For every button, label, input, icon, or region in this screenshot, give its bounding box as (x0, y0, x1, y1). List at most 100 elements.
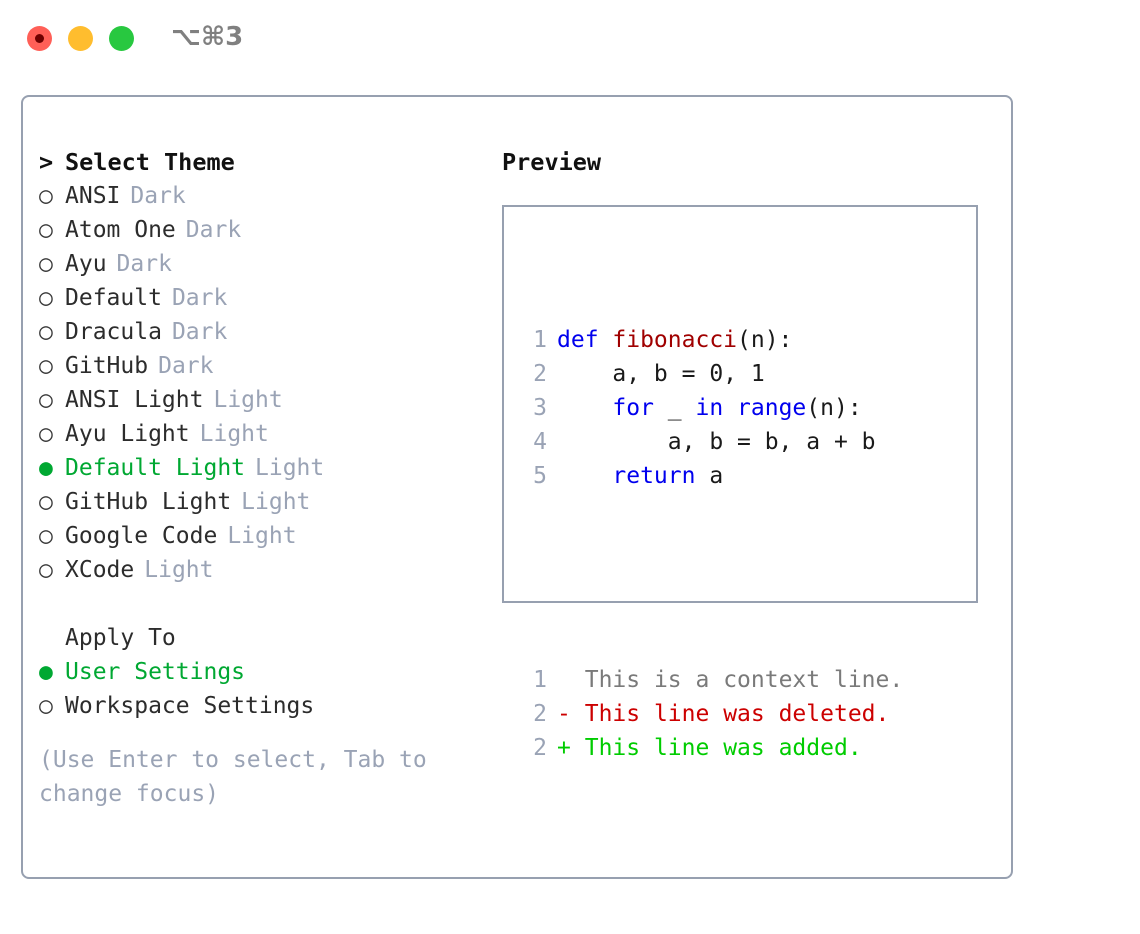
theme-option-dracula[interactable]: ○ Dracula Dark (39, 315, 499, 349)
theme-option-label: Default Light (65, 455, 246, 481)
code-token: range (737, 395, 807, 421)
theme-option-variant-tag: Dark (171, 285, 228, 311)
theme-option-label: ANSI (65, 183, 121, 209)
apply-to-heading: Apply To (39, 621, 499, 655)
radio-unselected-icon: ○ (39, 693, 53, 719)
code-line-text: a, b = 0, 1 (547, 357, 765, 391)
select-theme-heading-label: Select Theme (65, 148, 235, 176)
code-line: 2 a, b = 0, 1 (513, 357, 903, 391)
diff-marker: - (557, 701, 571, 727)
theme-option-label: ANSI Light (65, 387, 204, 413)
theme-option-label: XCode (65, 557, 135, 583)
code-line-text: return a (547, 459, 723, 493)
theme-option-label: Ayu (65, 251, 107, 277)
apply-to-option-workspace-settings[interactable]: ○ Workspace Settings (39, 689, 499, 723)
diff-line: 1 This is a context line. (513, 663, 903, 697)
code-token: a, b = 0, 1 (557, 361, 765, 387)
window-title: ⌥⌘3 (171, 22, 244, 52)
code-token: (n): (737, 327, 793, 353)
theme-option-ansi[interactable]: ○ ANSI Dark (39, 179, 499, 213)
code-token (723, 395, 737, 421)
diff-marker (557, 667, 571, 693)
diff-line-text: - This line was deleted. (547, 697, 889, 731)
apply-to-option-label: Workspace Settings (65, 693, 315, 719)
close-button[interactable] (27, 26, 52, 51)
diff-marker: + (557, 735, 571, 761)
diff-line: 2+ This line was added. (513, 731, 903, 765)
code-line-text: for _ in range(n): (547, 391, 862, 425)
theme-option-variant-tag: Dark (116, 251, 172, 277)
diff-text: This line was added. (584, 735, 862, 761)
preview-title: Preview (502, 148, 602, 176)
theme-option-variant-tag: Dark (185, 217, 242, 243)
radio-unselected-icon: ○ (39, 489, 53, 515)
theme-option-label: Dracula (65, 319, 162, 345)
code-token (557, 395, 612, 421)
theme-option-variant-tag: Light (199, 421, 269, 447)
code-line-text: def fibonacci(n): (547, 323, 792, 357)
select-theme-heading: > Select Theme (39, 145, 499, 179)
apply-to-options: ●User Settings ○ Workspace Settings (39, 655, 499, 723)
diff-text: This is a context line. (584, 667, 904, 693)
radio-unselected-icon: ○ (39, 217, 53, 243)
caret-icon: > (39, 148, 54, 176)
keyboard-hint: (Use Enter to select, Tab to change focu… (39, 747, 427, 807)
line-number: 5 (533, 463, 547, 489)
code-token: _ (653, 395, 696, 421)
code-line: 4 a, b = b, a + b (513, 425, 903, 459)
code-token: in (695, 395, 724, 421)
traffic-lights (27, 26, 134, 51)
theme-option-label: GitHub Light (65, 489, 232, 515)
code-token (557, 463, 612, 489)
line-number: 1 (533, 667, 547, 693)
line-number: 2 (533, 361, 547, 387)
diff-sample: 1 This is a context line.2- This line wa… (513, 663, 903, 765)
minimize-button[interactable] (68, 26, 93, 51)
diff-line-text: This is a context line. (547, 663, 904, 697)
radio-unselected-icon: ○ (39, 183, 53, 209)
theme-option-variant-tag: Dark (171, 319, 228, 345)
diff-line-text: + This line was added. (547, 731, 862, 765)
diff-text: This line was deleted. (584, 701, 890, 727)
theme-option-label: Atom One (65, 217, 176, 243)
radio-selected-icon: ● (39, 659, 53, 685)
line-number: 4 (533, 429, 547, 455)
code-token: return (612, 463, 696, 489)
code-token: (n): (806, 395, 862, 421)
apply-to-heading-label: Apply To (65, 625, 176, 651)
section-spacer (39, 587, 499, 621)
code-line: 5 return a (513, 459, 903, 493)
radio-unselected-icon: ○ (39, 557, 53, 583)
diff-line: 2- This line was deleted. (513, 697, 903, 731)
theme-option-atom-one[interactable]: ○ Atom One Dark (39, 213, 499, 247)
code-line-text: a, b = b, a + b (547, 425, 876, 459)
radio-unselected-icon: ○ (39, 319, 53, 345)
theme-option-variant-tag: Light (144, 557, 214, 583)
theme-option-label: Google Code (65, 523, 218, 549)
theme-option-xcode[interactable]: ○ XCode Light (39, 553, 499, 587)
theme-option-variant-tag: Dark (130, 183, 186, 209)
radio-unselected-icon: ○ (39, 285, 53, 311)
line-number: 2 (533, 701, 547, 727)
code-token: for (612, 395, 654, 421)
zoom-button[interactable] (109, 26, 134, 51)
code-token: a (695, 463, 724, 489)
apply-to-option-user-settings[interactable]: ●User Settings (39, 655, 499, 689)
theme-option-label: GitHub (65, 353, 149, 379)
